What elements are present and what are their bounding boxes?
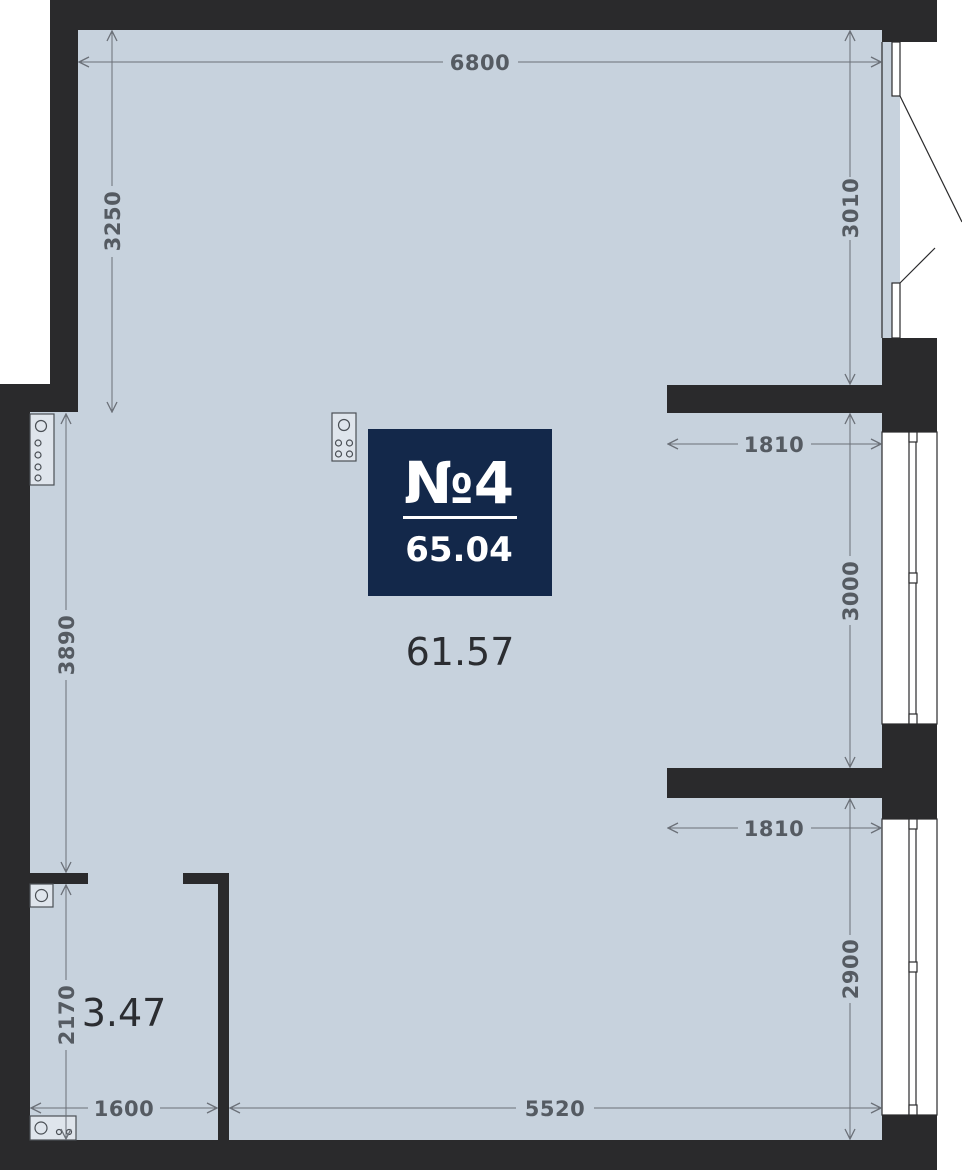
dimension-balcony-upper-depth: 1810: [744, 433, 804, 457]
unit-total-area: 65.04: [405, 530, 513, 570]
dimension-right-upper: 3010: [839, 178, 863, 238]
dimension-bathroom-height: 2170: [55, 985, 79, 1045]
dimension-left-main: 3890: [55, 615, 79, 675]
dimension-right-lower: 2900: [839, 939, 863, 999]
dimension-right-middle: 3000: [839, 561, 863, 621]
sink-icon: [29, 413, 55, 486]
room-area-bathroom: 3.47: [82, 991, 167, 1035]
riser-icon: [29, 883, 54, 908]
room-area-main: 61.57: [406, 630, 515, 674]
dimension-left-upper: 3250: [101, 191, 125, 251]
windows: [881, 41, 962, 1116]
dimension-bathroom-width: 1600: [94, 1097, 154, 1121]
dimension-lines: [31, 31, 881, 1139]
unit-badge: [368, 429, 552, 596]
stove-icon: [331, 412, 357, 462]
toilet-icon: [29, 1115, 77, 1141]
dimension-balcony-lower-depth: 1810: [744, 817, 804, 841]
dimension-top-width: 6800: [450, 51, 510, 75]
unit-number: №4: [404, 449, 514, 517]
unit-badge-divider: [403, 516, 517, 519]
walls: [0, 0, 937, 1170]
dimension-bottom-main: 5520: [525, 1097, 585, 1121]
